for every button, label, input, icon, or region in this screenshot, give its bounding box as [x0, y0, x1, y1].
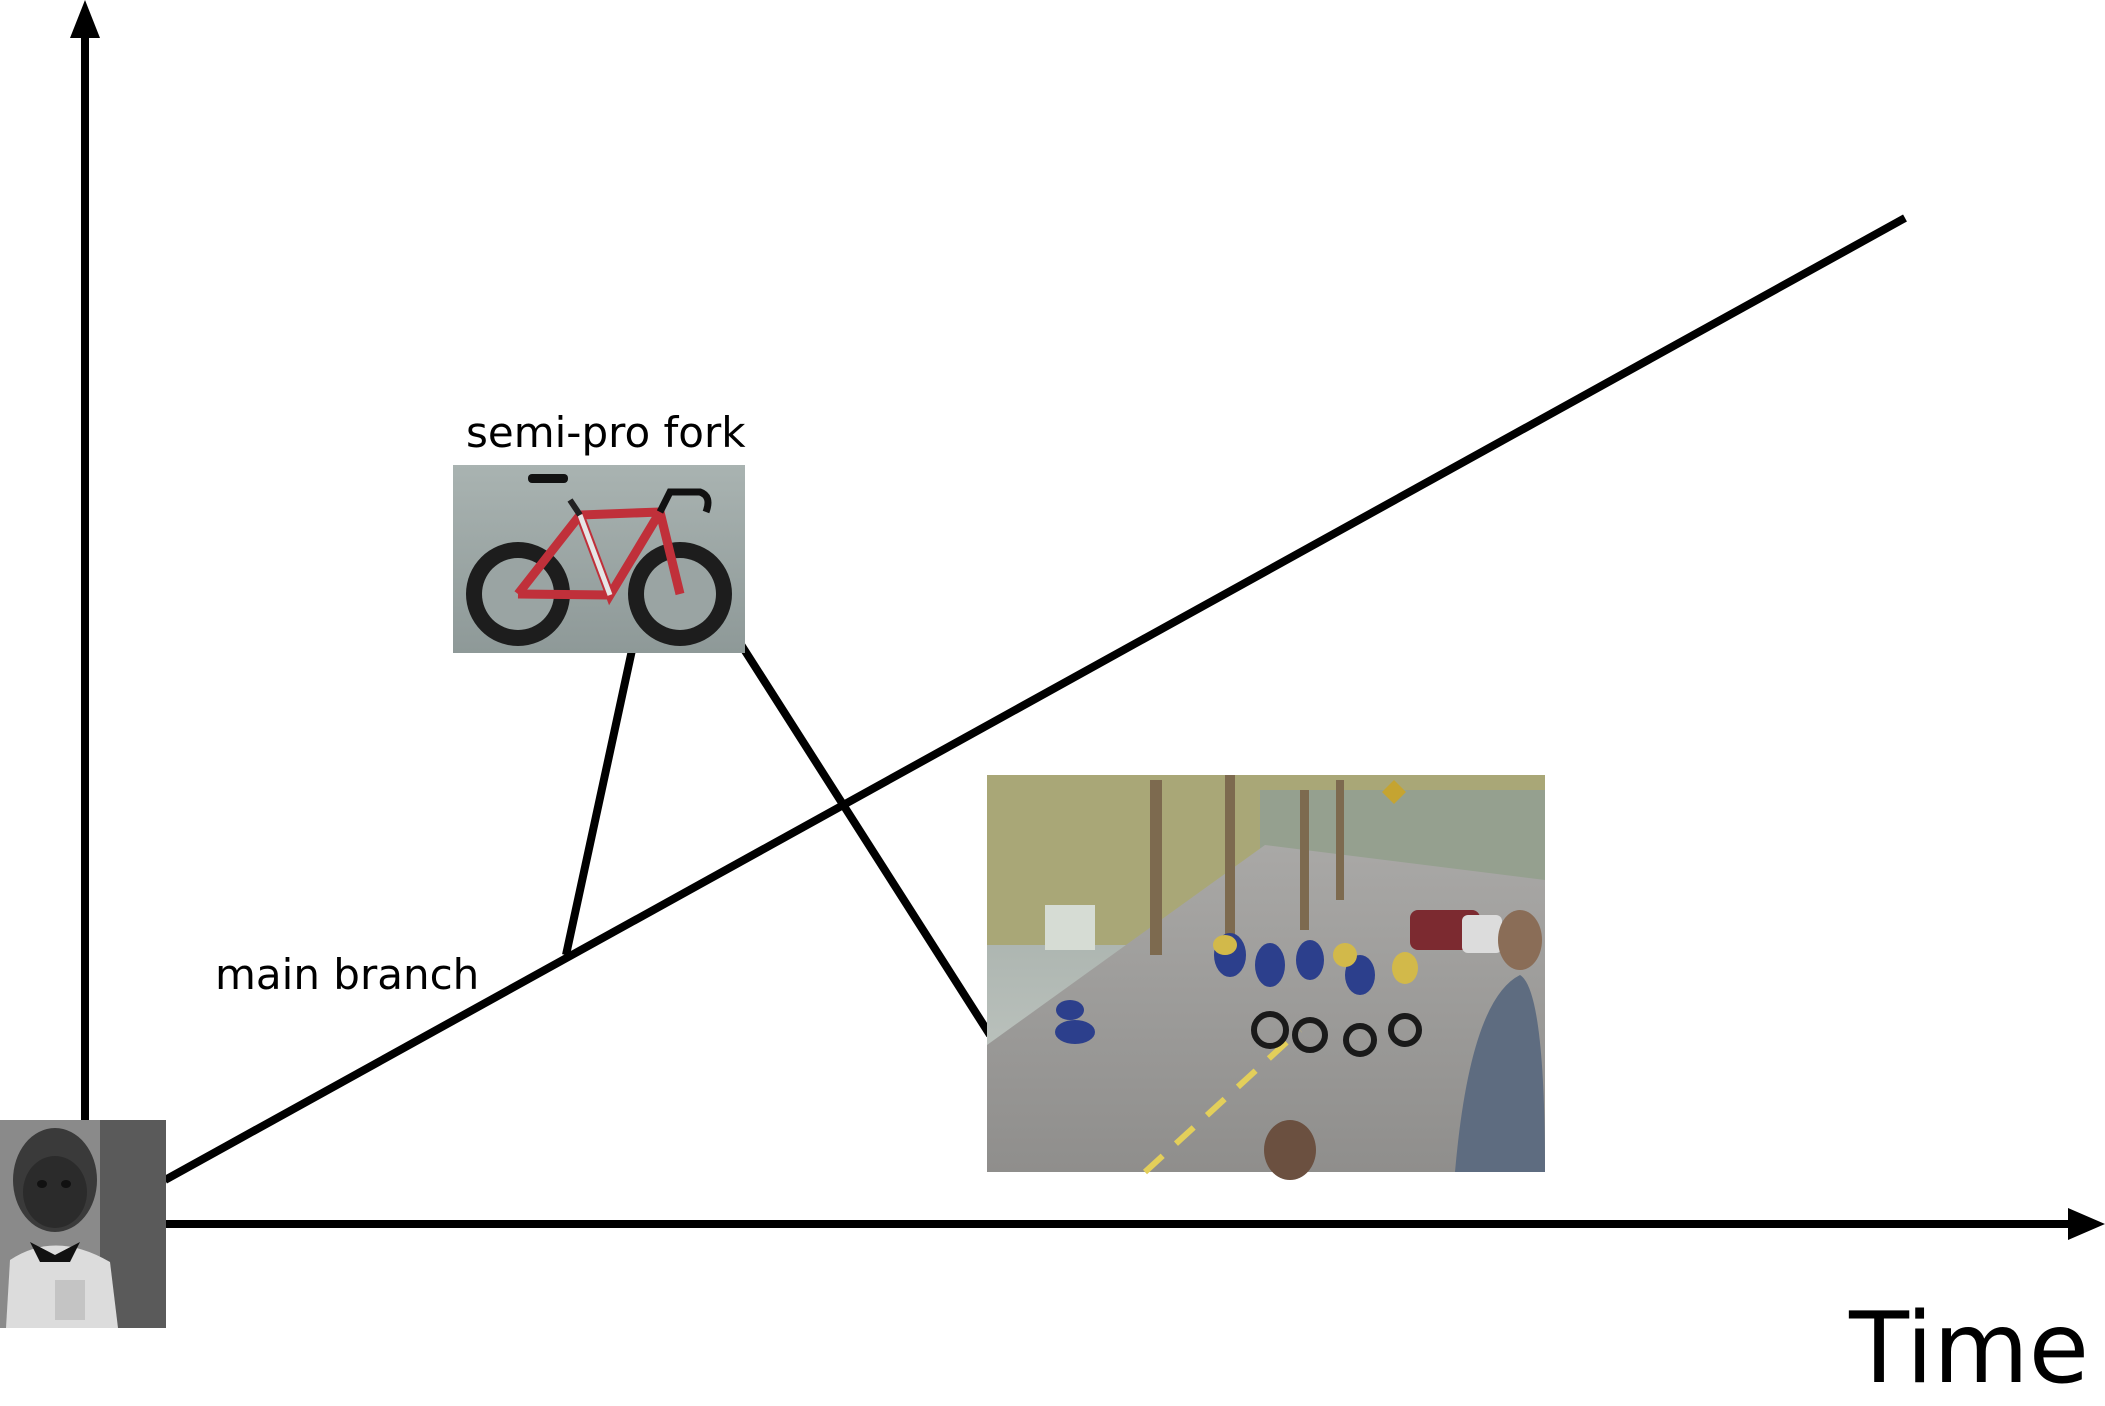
baby-photo: [0, 1120, 166, 1328]
diagram-canvas: semi-pro fork main branch Time: [0, 0, 2105, 1367]
bike-race-photo: [987, 775, 1545, 1180]
y-axis: [70, 0, 100, 1230]
road-bike-photo: [453, 465, 745, 653]
fork-connector-line: [566, 650, 632, 955]
x-axis-label: Time: [1849, 1300, 2089, 1398]
fork-label: semi-pro fork: [466, 408, 746, 457]
x-axis-arrowhead: [2068, 1208, 2105, 1240]
x-axis: [120, 1208, 2105, 1240]
main-branch-label: main branch: [215, 950, 479, 999]
y-axis-arrowhead: [70, 0, 100, 38]
